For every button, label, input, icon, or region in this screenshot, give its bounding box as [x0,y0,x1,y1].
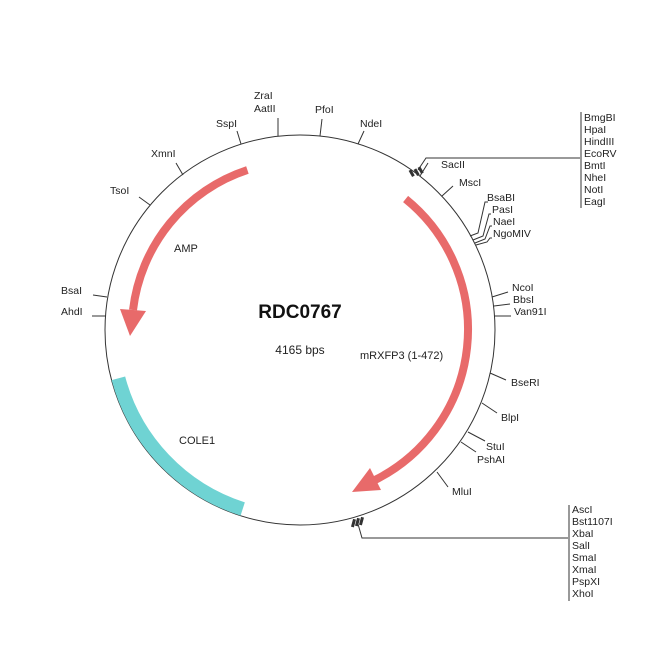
site-mcs-top[interactable]: BmtI [584,160,606,172]
site-mcs-bottom[interactable]: SalI [572,540,590,552]
site-bseri[interactable]: BseRI [511,377,540,389]
site-mcs-bottom[interactable]: XhoI [572,588,594,600]
site-mcs-bottom[interactable]: SmaI [572,552,597,564]
cole1-feature[interactable] [111,376,245,516]
site-mcs-top[interactable]: BmgBI [584,112,616,124]
site-zrai[interactable]: ZraI [254,90,273,102]
site-mcs-top[interactable]: EagI [584,196,606,208]
mcs-bottom-marker [350,505,570,601]
site-van91i[interactable]: Van91I [514,306,547,318]
amp-label: AMP [174,243,198,255]
site-ahdi[interactable]: AhdI [61,306,83,318]
site-blpi[interactable]: BlpI [501,412,519,424]
site-ncoi[interactable]: NcoI [512,282,534,294]
site-mcs-bottom[interactable]: PspXI [572,576,600,588]
site-mlui[interactable]: MluI [452,486,472,498]
site-mcs-top[interactable]: NotI [584,184,603,196]
plasmid-size: 4165 bps [275,343,324,357]
plasmid-name: RDC0767 [258,302,341,323]
site-mcs-top[interactable]: HindIII [584,136,614,148]
site-pasi[interactable]: PasI [492,204,513,216]
site-bsabi[interactable]: BsaBI [487,192,515,204]
site-mcs-top[interactable]: EcoRV [584,148,617,160]
mcs-bottom-list: AscI Bst1107I XbaI SalI SmaI XmaI PspXI … [572,504,613,600]
plasmid-backbone [104,134,496,526]
site-pfoi[interactable]: PfoI [315,104,334,116]
site-msci[interactable]: MscI [459,177,481,189]
mcs-top-list: BmgBI HpaI HindIII EcoRV BmtI NheI NotI … [584,112,617,208]
site-stui[interactable]: StuI [486,441,505,453]
site-tsoi[interactable]: TsoI [110,185,129,197]
site-mcs-top[interactable]: HpaI [584,124,606,136]
site-aatii[interactable]: AatII [254,103,276,115]
amp-feature[interactable] [120,166,249,336]
site-mcs-top[interactable]: NheI [584,172,606,184]
site-bbsi[interactable]: BbsI [513,294,534,306]
site-mcs-bottom[interactable]: Bst1107I [572,516,613,528]
site-ndei[interactable]: NdeI [360,118,382,130]
site-bsai[interactable]: BsaI [61,285,82,297]
site-mcs-bottom[interactable]: XbaI [572,528,594,540]
site-sspi[interactable]: SspI [216,118,237,130]
site-naei[interactable]: NaeI [493,216,515,228]
mcs-top-marker [408,112,582,208]
mrxfp3-label: mRXFP3 (1-472) [360,350,443,362]
site-mcs-bottom[interactable]: AscI [572,504,592,516]
mrxfp3-feature[interactable] [352,195,472,492]
site-xmni[interactable]: XmnI [151,148,176,160]
site-mcs-bottom[interactable]: XmaI [572,564,597,576]
site-ngomiv[interactable]: NgoMIV [493,228,531,240]
cole1-label: COLE1 [179,435,215,447]
site-sacii[interactable]: SacII [441,159,465,171]
site-pshai[interactable]: PshAI [477,454,505,466]
